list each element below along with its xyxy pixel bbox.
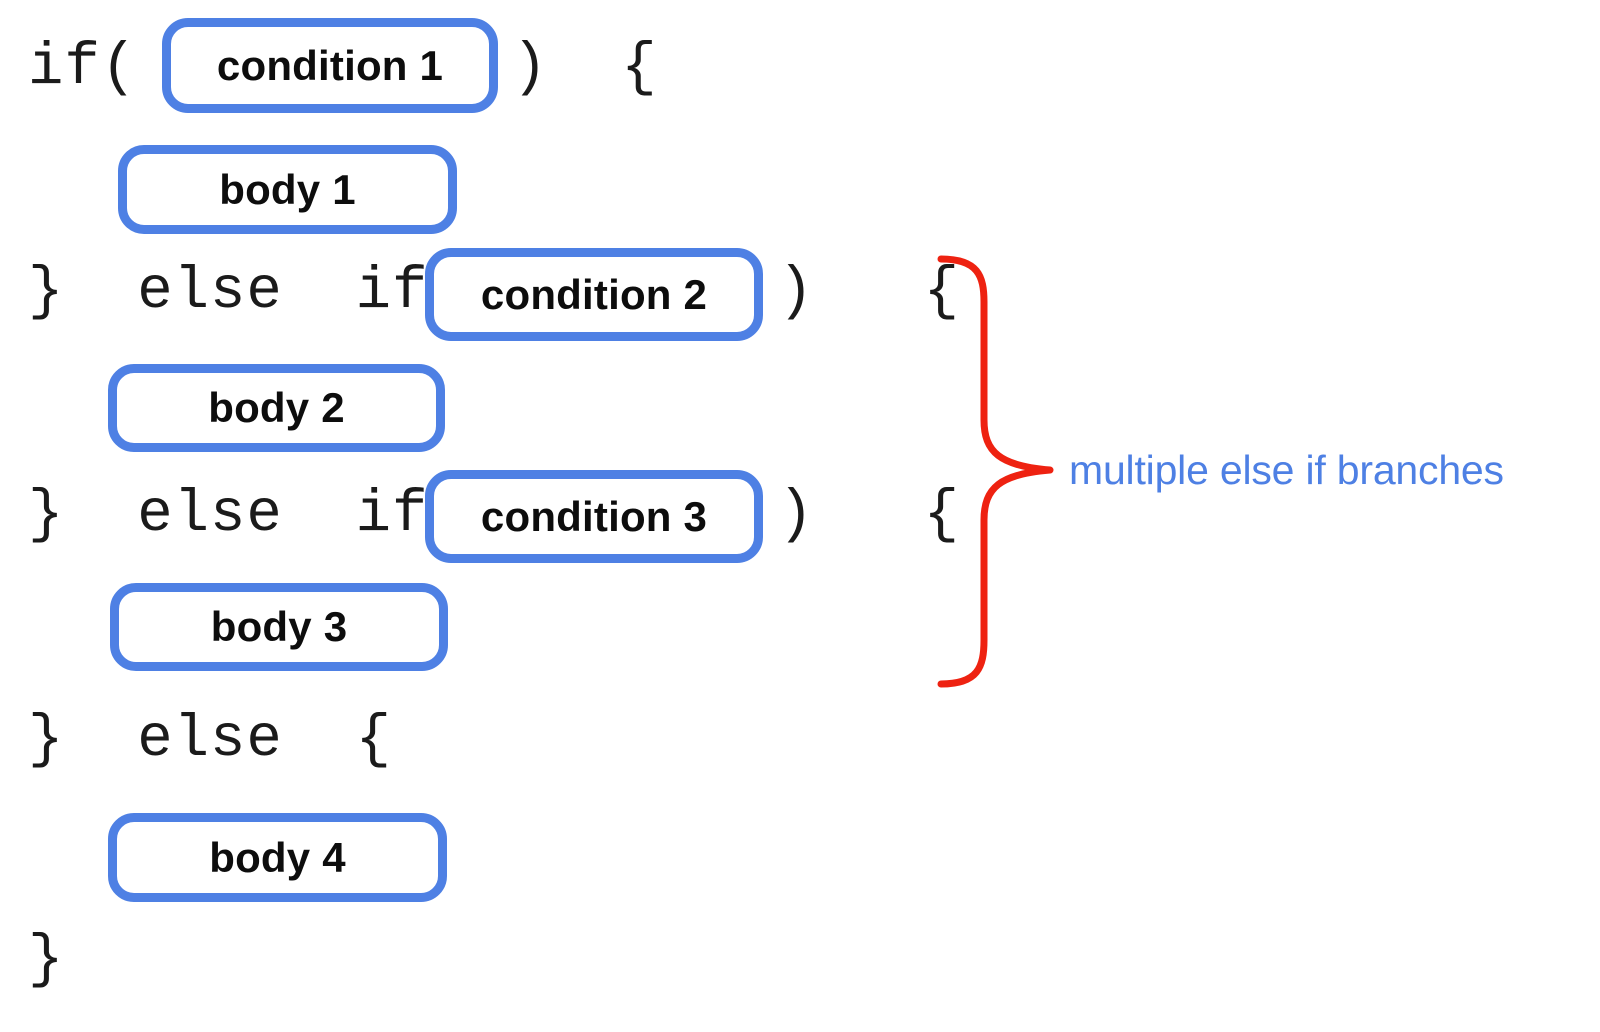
slot-body-4[interactable]: body 4	[108, 813, 447, 902]
slot-body-1-label: body 1	[219, 165, 356, 213]
slot-condition-2[interactable]: condition 2	[425, 248, 763, 341]
code-token-final-close-brace: }	[28, 926, 65, 993]
slot-body-1[interactable]: body 1	[118, 145, 457, 234]
slot-body-2-label: body 2	[208, 384, 345, 431]
slot-body-2[interactable]: body 2	[108, 364, 445, 452]
slot-body-4-label: body 4	[209, 833, 346, 881]
code-token-else-if-open-2: } else if(	[28, 481, 465, 548]
code-token-else-open: } else {	[28, 706, 393, 773]
slot-body-3-label: body 3	[210, 603, 348, 650]
code-token-else-if-open-1: } else if(	[28, 258, 465, 325]
slot-condition-3-label: condition 3	[480, 492, 708, 540]
annotation-label: multiple else if branches	[1069, 447, 1504, 493]
slot-condition-3[interactable]: condition 3	[425, 470, 763, 563]
slot-body-3[interactable]: body 3	[110, 583, 448, 671]
code-token-line5-close: ) {	[778, 481, 961, 548]
slot-condition-2-label: condition 2	[480, 270, 708, 318]
code-token-line3-close: ) {	[778, 258, 961, 325]
slot-condition-1-label: condition 1	[216, 41, 444, 89]
code-token-if-open: if(	[28, 34, 138, 101]
code-token-line1-close: ) {	[512, 34, 658, 101]
slot-condition-1[interactable]: condition 1	[162, 18, 498, 113]
